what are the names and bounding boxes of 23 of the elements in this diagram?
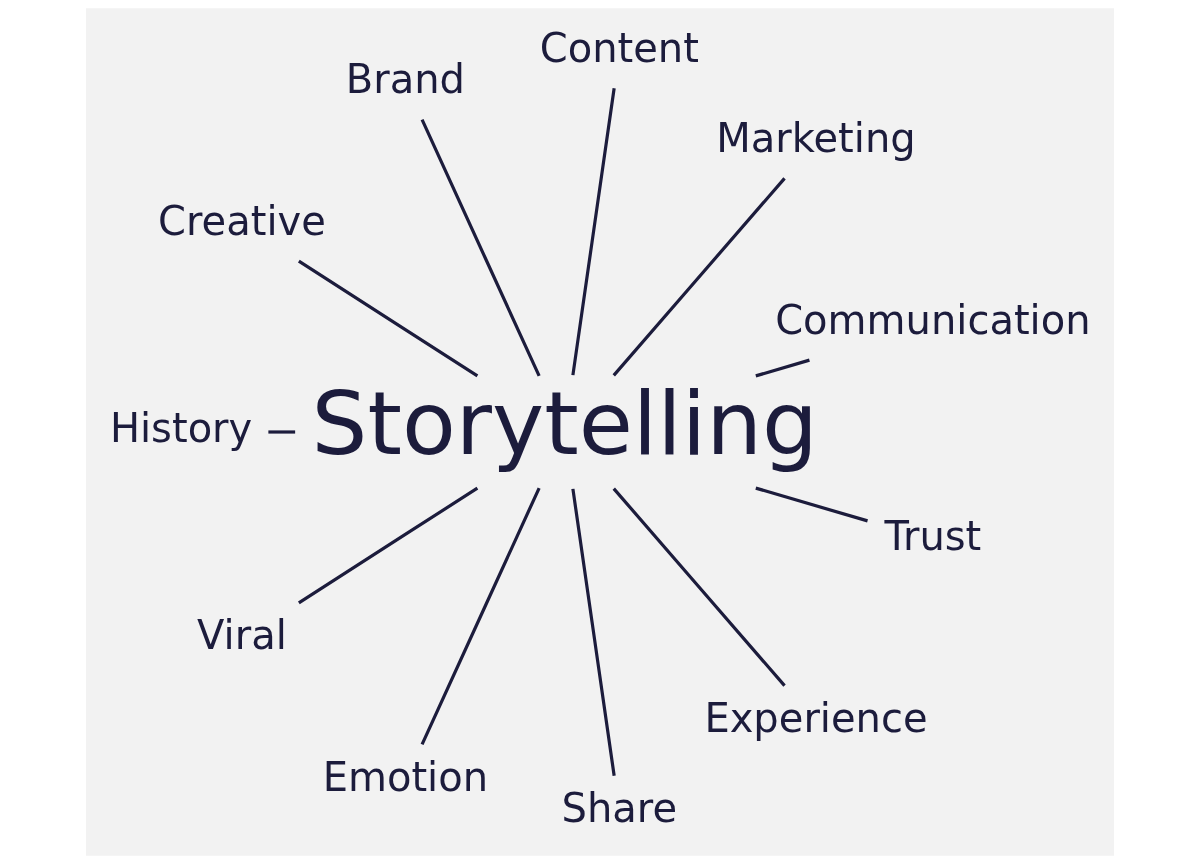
node-text: Content xyxy=(539,25,699,72)
node-text: Brand xyxy=(345,56,465,103)
connector xyxy=(755,486,868,523)
node-text: Communication xyxy=(775,296,1091,343)
connector xyxy=(298,259,479,378)
connector xyxy=(268,430,296,434)
node-text: Experience xyxy=(704,694,928,741)
connector xyxy=(755,358,810,378)
connector xyxy=(571,488,616,776)
node-text: Marketing xyxy=(716,115,916,162)
connector xyxy=(420,119,541,377)
connector xyxy=(420,487,541,745)
node-text: History xyxy=(109,405,253,452)
node-text: Share xyxy=(561,784,678,831)
connector xyxy=(612,177,786,377)
connector xyxy=(612,487,786,687)
node-text: Storytelling xyxy=(311,372,818,476)
node-text: Creative xyxy=(158,197,326,244)
node-text: Emotion xyxy=(322,754,489,801)
node-text: Trust xyxy=(884,513,982,560)
connector xyxy=(298,486,479,605)
connector xyxy=(571,88,616,376)
node-text: Viral xyxy=(197,612,287,659)
